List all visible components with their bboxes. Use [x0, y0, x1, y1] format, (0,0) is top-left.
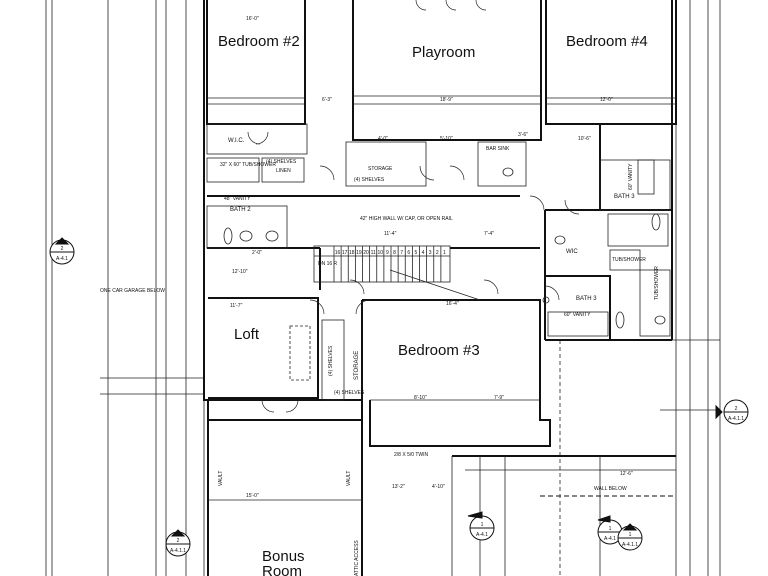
- stair-number: 3: [429, 250, 432, 256]
- stair-number: 9: [386, 250, 389, 256]
- svg-text:BATH 3: BATH 3: [614, 194, 635, 200]
- stair-number: 4: [422, 250, 425, 256]
- stair-number: 5: [415, 250, 418, 256]
- svg-text:(4) SHELVES: (4) SHELVES: [354, 177, 385, 183]
- room-loft: Loft: [234, 326, 260, 343]
- svg-text:LINEN: LINEN: [276, 168, 291, 174]
- svg-text:A-4.1: A-4.1: [56, 256, 68, 262]
- svg-text:A-4.1.1: A-4.1.1: [170, 548, 186, 554]
- svg-text:4'-10": 4'-10": [432, 484, 445, 490]
- svg-text:W.I.C.: W.I.C.: [228, 138, 245, 144]
- svg-text:A-4.1.1: A-4.1.1: [728, 416, 744, 422]
- room-bonus-1: Bonus: [262, 548, 305, 565]
- svg-text:A-4.1: A-4.1: [476, 532, 488, 538]
- stair-number: 2: [436, 250, 439, 256]
- svg-text:5'-10": 5'-10": [440, 136, 453, 142]
- svg-text:BATH 3: BATH 3: [576, 296, 597, 302]
- door-swings: [247, 0, 580, 413]
- stair-number: 20: [363, 250, 369, 256]
- stair-number: 16: [335, 250, 341, 256]
- rotated-labels: STORAGE (4) SHELVES ATTIC ACCESS VAULT V…: [218, 163, 660, 576]
- svg-text:12'-10": 12'-10": [232, 269, 248, 275]
- svg-text:15'-0": 15'-0": [246, 493, 259, 499]
- svg-text:12'-6": 12'-6": [620, 471, 633, 477]
- svg-text:ONE CAR GARAGE BELOW: ONE CAR GARAGE BELOW: [100, 288, 165, 294]
- svg-text:2/8 X 5/0 TWIN: 2/8 X 5/0 TWIN: [394, 452, 428, 458]
- svg-text:8'-10": 8'-10": [414, 395, 427, 401]
- svg-text:6'-3": 6'-3": [322, 97, 332, 103]
- stair-number: 17: [342, 250, 348, 256]
- svg-text:BAR SINK: BAR SINK: [486, 146, 510, 152]
- stair-number: 10: [378, 250, 384, 256]
- svg-text:7'-9": 7'-9": [494, 395, 504, 401]
- svg-text:1: 1: [481, 522, 484, 528]
- room-bedroom-4: Bedroom #4: [566, 33, 648, 50]
- bath-fixtures: [223, 159, 666, 329]
- svg-text:16'-0": 16'-0": [246, 16, 259, 22]
- stair-number: 7: [400, 250, 403, 256]
- svg-text:TUB/SHOWER: TUB/SHOWER: [654, 266, 660, 300]
- stair: [313, 245, 481, 301]
- svg-text:7'-4": 7'-4": [484, 231, 494, 237]
- svg-text:2: 2: [177, 538, 180, 544]
- room-bedroom-2: Bedroom #2: [218, 33, 300, 50]
- svg-text:42" HIGH WALL W/ CAP, OR OPEN: 42" HIGH WALL W/ CAP, OR OPEN RAIL: [360, 216, 453, 222]
- svg-text:STORAGE: STORAGE: [368, 166, 393, 172]
- room-names: Bedroom #2 Playroom Bedroom #4 Loft Bedr…: [218, 33, 648, 576]
- svg-text:2: 2: [735, 406, 738, 412]
- svg-text:TUB/SHOWER: TUB/SHOWER: [612, 257, 646, 263]
- stair-number: 19: [356, 250, 362, 256]
- small-labels: W.I.C. WIC BATH 2 BATH 3 BATH 3 STORAGE …: [100, 138, 646, 492]
- svg-text:1: 1: [629, 532, 632, 538]
- svg-text:DN 16 R: DN 16 R: [318, 261, 338, 267]
- svg-text:12'-0": 12'-0": [600, 97, 613, 103]
- svg-text:13'-2": 13'-2": [392, 484, 405, 490]
- stair-number: 8: [393, 250, 396, 256]
- svg-text:(4) SHELVES: (4) SHELVES: [328, 345, 334, 376]
- section-marker-text: 2 A-4.1 2 A-4.1.1 1 A-4.1 1 A-4.1 1 A-4.…: [56, 246, 744, 554]
- svg-text:ATTIC ACCESS: ATTIC ACCESS: [354, 540, 360, 576]
- svg-text:10'-6": 10'-6": [578, 136, 591, 142]
- stair-number: 1: [443, 250, 446, 256]
- svg-text:1: 1: [609, 526, 612, 532]
- svg-text:60" VANITY: 60" VANITY: [564, 312, 591, 318]
- svg-text:(4) SHELVES: (4) SHELVES: [334, 390, 365, 396]
- svg-text:16'-4": 16'-4": [446, 301, 459, 307]
- svg-text:3'-6": 3'-6": [518, 132, 528, 138]
- svg-text:VAULT: VAULT: [218, 471, 224, 486]
- svg-text:18'-9": 18'-9": [440, 97, 453, 103]
- svg-text:VAULT: VAULT: [346, 471, 352, 486]
- svg-text:A-4.1: A-4.1: [604, 536, 616, 542]
- svg-text:11'-4": 11'-4": [384, 231, 397, 237]
- svg-text:WIC: WIC: [566, 249, 578, 255]
- stair-number: 11: [371, 250, 376, 256]
- svg-text:2'-0": 2'-0": [252, 250, 262, 256]
- svg-text:11'-7": 11'-7": [230, 303, 243, 309]
- stair-number: 6: [407, 250, 410, 256]
- stair-number: 18: [349, 250, 355, 256]
- svg-text:STORAGE: STORAGE: [354, 351, 360, 380]
- svg-text:(4) SHELVES: (4) SHELVES: [266, 159, 297, 165]
- dimension-text: 16'-0" 18'-9" 12'-0" 12'-10" 11'-7" 16'-…: [230, 16, 633, 499]
- svg-text:32" X 60" TUB/SHOWER: 32" X 60" TUB/SHOWER: [220, 162, 276, 168]
- svg-text:WALL BELOW: WALL BELOW: [594, 486, 627, 492]
- interior-lines: [206, 95, 676, 576]
- section-markers: [49, 237, 749, 557]
- room-bedroom-3: Bedroom #3: [398, 342, 480, 359]
- svg-text:48" VANITY: 48" VANITY: [224, 196, 251, 202]
- svg-text:60" VANITY: 60" VANITY: [628, 163, 634, 190]
- svg-text:BATH 2: BATH 2: [230, 207, 251, 213]
- svg-text:4'-0": 4'-0": [378, 136, 388, 142]
- room-playroom: Playroom: [412, 44, 475, 61]
- svg-text:A-4.1.1: A-4.1.1: [622, 542, 638, 548]
- svg-text:2: 2: [61, 246, 64, 252]
- room-bonus-2: Room: [262, 563, 302, 576]
